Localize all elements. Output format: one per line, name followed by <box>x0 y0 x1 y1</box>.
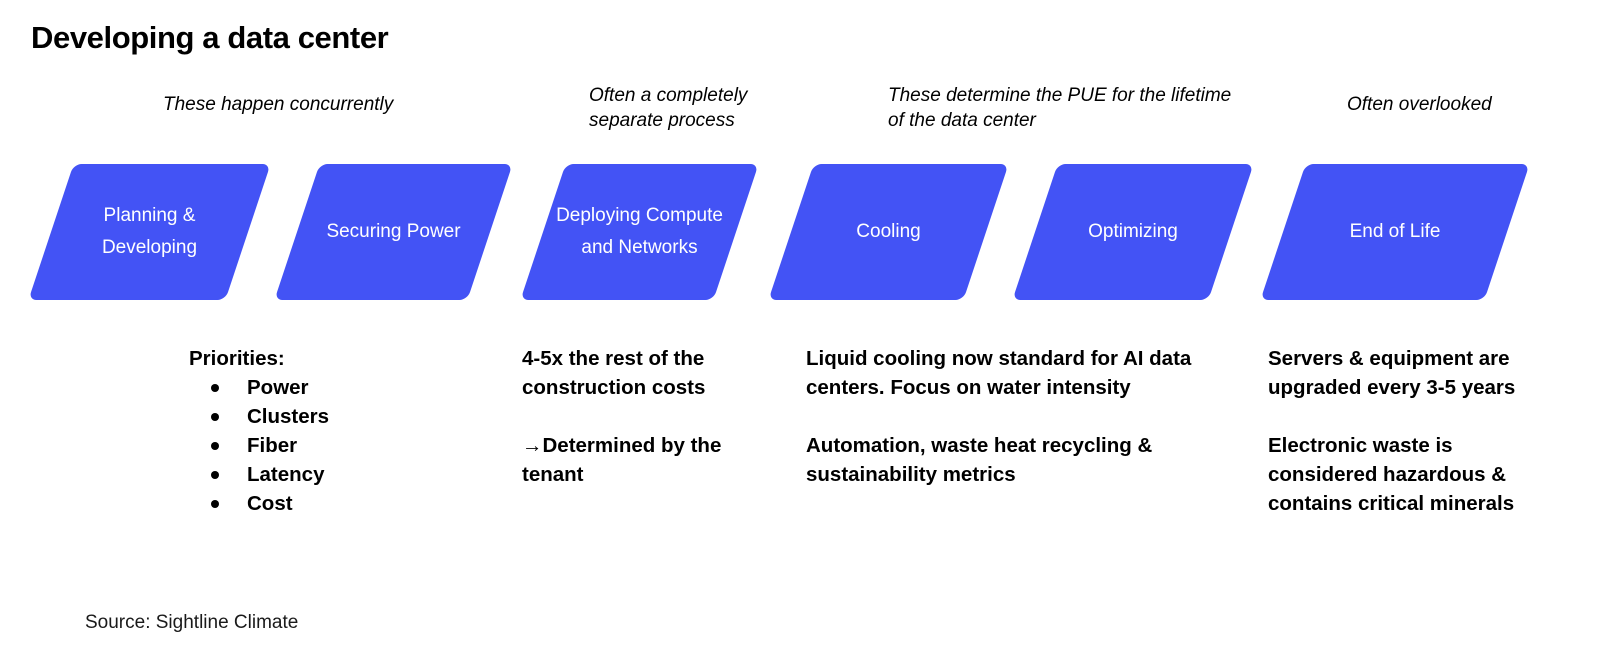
annotation-overlooked: Often overlooked <box>1347 94 1492 115</box>
detail-columns: Priorities: Power Clusters Fiber Latency… <box>0 344 1600 594</box>
stage-label: Deploying Compute and Networks <box>556 205 723 258</box>
list-item: Cost <box>189 489 489 518</box>
stage-planning-developing[interactable]: Planning & Developing <box>28 164 271 300</box>
page-title: Developing a data center <box>31 20 389 55</box>
bullet-dot-icon <box>211 442 219 450</box>
priorities-heading: Priorities: <box>189 347 285 370</box>
annotation-concurrently: These happen concurrently <box>163 94 394 115</box>
annotation-pue-lifetime: These determine the PUE for the lifetime… <box>888 85 1232 131</box>
bullet-dot-icon <box>211 471 219 479</box>
stage-cooling[interactable]: Cooling <box>768 164 1009 300</box>
stage-deploying-compute-networks[interactable]: Deploying Compute and Networks <box>520 164 759 300</box>
detail-column-priorities: Priorities: Power Clusters Fiber Latency… <box>189 344 489 518</box>
stage-band: Planning & Developing Securing Power Dep… <box>0 164 1600 300</box>
list-item: Power <box>189 373 489 402</box>
detail-paragraph: Automation, waste heat recycling & susta… <box>806 434 1153 486</box>
stage-label: End of Life <box>1349 221 1441 242</box>
annotation-separate-process: Often a completely separate process <box>589 85 748 131</box>
detail-column-end-of-life: Servers & equipment are upgraded every 3… <box>1268 344 1548 518</box>
list-item-label: Clusters <box>247 405 330 428</box>
detail-paragraph: 4-5x the rest of the construction costs <box>522 347 706 399</box>
bullet-dot-icon <box>211 413 219 421</box>
list-item: Latency <box>189 460 489 489</box>
stage-label: Securing Power <box>326 221 461 242</box>
detail-paragraph: →Determined by the tenant <box>522 434 722 486</box>
priorities-list: Power Clusters Fiber Latency Cost <box>189 373 489 518</box>
detail-paragraph: Electronic waste is considered hazardous… <box>1268 434 1515 515</box>
annotation-row: These happen concurrently Often a comple… <box>0 85 1600 152</box>
source-attribution: Source: Sightline Climate <box>85 612 299 633</box>
bullet-dot-icon <box>211 500 219 508</box>
list-item-label: Latency <box>247 463 325 486</box>
list-item-label: Power <box>247 376 309 399</box>
list-item: Fiber <box>189 431 489 460</box>
detail-column-deploying: 4-5x the rest of the construction costs … <box>522 344 737 489</box>
list-item-label: Fiber <box>247 434 298 457</box>
stage-end-of-life[interactable]: End of Life <box>1260 164 1530 300</box>
detail-paragraph: Servers & equipment are upgraded every 3… <box>1268 347 1516 399</box>
bullet-dot-icon <box>211 384 219 392</box>
detail-column-cooling: Liquid cooling now standard for AI data … <box>806 344 1206 489</box>
stage-label: Planning & Developing <box>101 205 198 258</box>
stage-label: Optimizing <box>1088 221 1178 242</box>
stage-optimizing[interactable]: Optimizing <box>1012 164 1254 300</box>
stage-securing-power[interactable]: Securing Power <box>274 164 513 300</box>
list-item: Clusters <box>189 402 489 431</box>
list-item-label: Cost <box>247 492 293 515</box>
stage-label: Cooling <box>856 221 921 242</box>
detail-paragraph: Liquid cooling now standard for AI data … <box>806 347 1192 399</box>
